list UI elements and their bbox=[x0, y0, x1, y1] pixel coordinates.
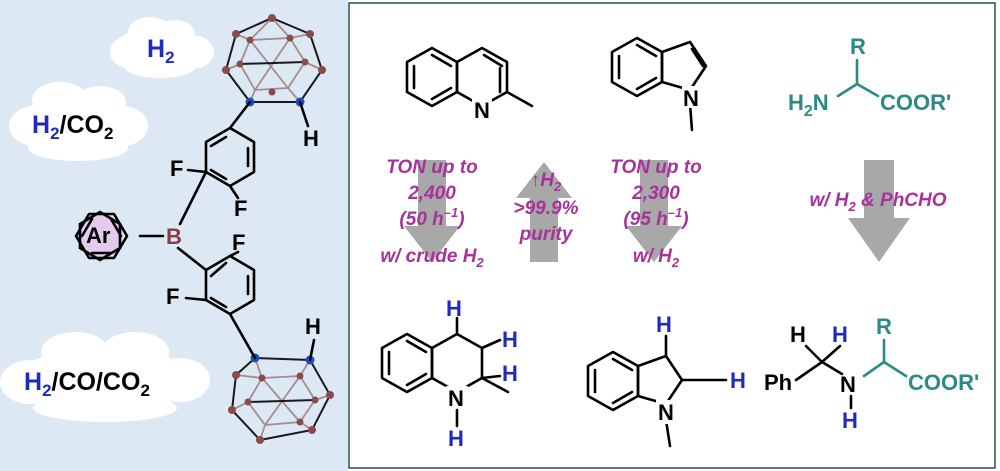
amino-r-group: R bbox=[850, 34, 866, 59]
product-ester-group: COOR' bbox=[908, 370, 979, 395]
quinoline-ton-label: TON up to 2,400 (50 h–1) w/ crude H2 bbox=[380, 157, 484, 270]
product-nitrogen: N bbox=[840, 372, 856, 397]
ar-label: Ar bbox=[86, 223, 111, 248]
product-phenyl: Ph bbox=[764, 370, 792, 395]
svg-text:w/ H2: w/ H2 bbox=[633, 246, 680, 270]
svg-text:TON up to: TON up to bbox=[386, 157, 477, 178]
amino-ester-group: COOR' bbox=[880, 90, 951, 115]
thq-n-hydrogen: H bbox=[448, 426, 464, 451]
thq-nitrogen: N bbox=[448, 386, 464, 411]
reductive-amination-label: w/ H2 & PhCHO bbox=[809, 190, 946, 214]
carborane-bottom-h: H bbox=[305, 314, 321, 339]
svg-text:TON up to: TON up to bbox=[610, 157, 701, 178]
svg-text:↑H2: ↑H2 bbox=[531, 170, 562, 194]
svg-text:2,400: 2,400 bbox=[407, 183, 456, 204]
cloud-h2 bbox=[110, 17, 214, 78]
svg-text:>99.9%: >99.9% bbox=[514, 198, 579, 219]
indoline-nitrogen: N bbox=[658, 400, 674, 425]
thq-hydrogen-2: H bbox=[502, 327, 518, 352]
fluorine-4: F bbox=[166, 284, 179, 309]
n-methylindole-structure bbox=[610, 36, 708, 132]
boron-atom: B bbox=[166, 224, 182, 249]
carborane-cage-bottom bbox=[228, 353, 334, 444]
ar-ring bbox=[74, 210, 129, 262]
cloud-h2-label: H2 bbox=[147, 35, 175, 67]
indoline-hydrogen-1: H bbox=[656, 312, 672, 337]
svg-text:(50 h–1): (50 h–1) bbox=[399, 205, 464, 230]
arrow-amino-down bbox=[848, 160, 910, 262]
svg-text:(95 h–1): (95 h–1) bbox=[623, 205, 688, 230]
cloud-h2-co2-label: H2/CO2 bbox=[32, 111, 113, 143]
carborane-top-h: H bbox=[303, 126, 319, 151]
n-methylindoline-structure bbox=[586, 334, 728, 448]
arrow-quinoline-down bbox=[404, 160, 460, 262]
indoline-hydrogen-2: H bbox=[730, 368, 746, 393]
thq-hydrogen-1: H bbox=[446, 296, 462, 321]
indole-ton-label: TON up to 2,300 (95 h–1) w/ H2 bbox=[610, 157, 701, 270]
tetrahydroquinaldine-structure bbox=[380, 316, 510, 394]
svg-text:w/ H2 & PhCHO: w/ H2 & PhCHO bbox=[809, 190, 946, 214]
arrow-h2-up bbox=[516, 162, 572, 262]
svg-text:w/ crude H2: w/ crude H2 bbox=[380, 246, 484, 270]
arrow-indole-down bbox=[626, 160, 682, 262]
svg-text:2,300: 2,300 bbox=[631, 183, 680, 204]
h2-purity-label: ↑H2 >99.9% purity bbox=[514, 170, 579, 245]
cloud-h2-co2 bbox=[9, 82, 148, 161]
product-n-hydrogen: H bbox=[842, 408, 858, 433]
quinaldine-structure bbox=[405, 46, 534, 108]
product-hydrogen-2: H bbox=[832, 322, 848, 347]
fluorine-1: F bbox=[170, 156, 183, 181]
thq-hydrogen-3: H bbox=[502, 361, 518, 386]
fluorine-3: F bbox=[232, 230, 245, 255]
quinaldine-nitrogen: N bbox=[474, 98, 490, 123]
cloud-h2-co-co2 bbox=[0, 332, 210, 422]
product-r-group: R bbox=[876, 314, 892, 339]
fluorine-2: F bbox=[234, 196, 247, 221]
indole-nitrogen: N bbox=[683, 86, 699, 111]
cloud-h2-co-co2-label: H2/CO/CO2 bbox=[24, 368, 150, 400]
svg-text:purity: purity bbox=[519, 224, 574, 245]
product-hydrogen-1: H bbox=[790, 322, 806, 347]
amino-h2n: H2N bbox=[788, 90, 829, 120]
